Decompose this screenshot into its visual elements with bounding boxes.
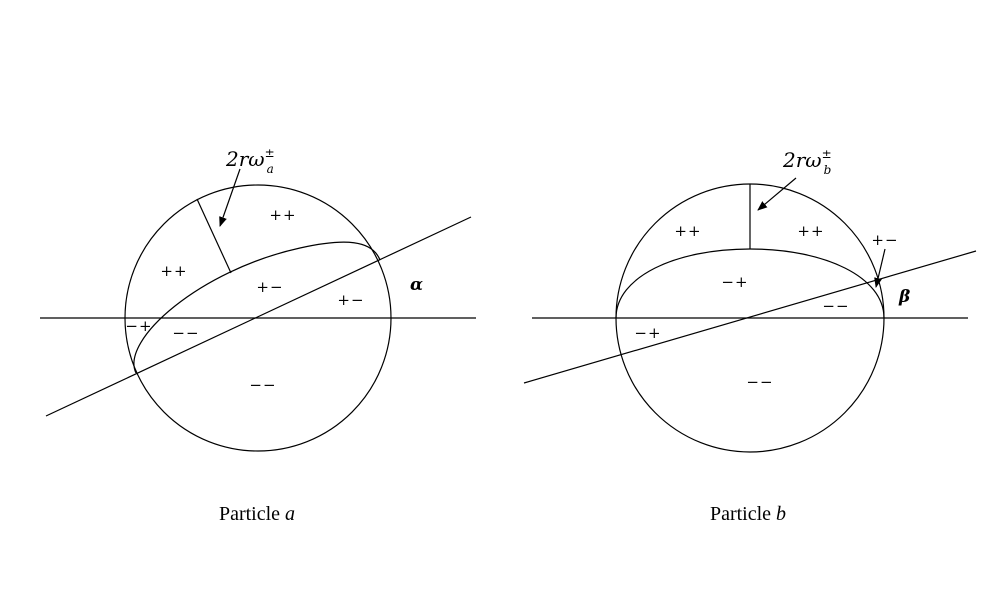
panel-a: 2rω±a ++ ++ +− +− −+ −− −− α Particle a — [40, 146, 476, 525]
tilted-plane-b — [523, 250, 977, 384]
region-pm-edge-b: +− — [871, 231, 898, 249]
region-mm-right-b: −− — [822, 297, 849, 315]
region-mp-left-b: −+ — [634, 324, 661, 342]
tilted-ellipse-a — [133, 241, 381, 374]
omega-label-b: 2rω±b — [782, 147, 832, 177]
caption-b: Particle b — [710, 503, 786, 525]
region-pm-center-a: +− — [256, 278, 283, 296]
region-mm-left-a: −− — [172, 324, 199, 342]
region-pp-left-b: ++ — [674, 222, 701, 240]
angle-beta-label: β — [898, 287, 910, 307]
angle-alpha-label: α — [410, 275, 423, 295]
tilted-plane-a — [45, 216, 472, 417]
region-mp-left-a: −+ — [125, 317, 152, 335]
region-pm-right-a: +− — [337, 291, 364, 309]
pm-arrow-b — [874, 248, 886, 288]
caption-a: Particle a — [219, 503, 295, 525]
omega-label-a: 2rω±a — [225, 146, 275, 176]
omega-arrow-a — [219, 168, 241, 227]
region-mm-bottom-a: −− — [249, 376, 276, 394]
panel-b: 2rω±b ++ ++ +− −+ −− −+ −− β Particle b — [523, 147, 977, 525]
divider-a — [196, 198, 232, 274]
omega-arrow-b — [757, 177, 797, 211]
region-pp-right-b: ++ — [797, 222, 824, 240]
region-mm-bottom-b: −− — [746, 373, 773, 391]
region-mp-center-b: −+ — [721, 273, 748, 291]
region-pp-top-a: ++ — [269, 206, 296, 224]
region-pp-left-a: ++ — [160, 262, 187, 280]
